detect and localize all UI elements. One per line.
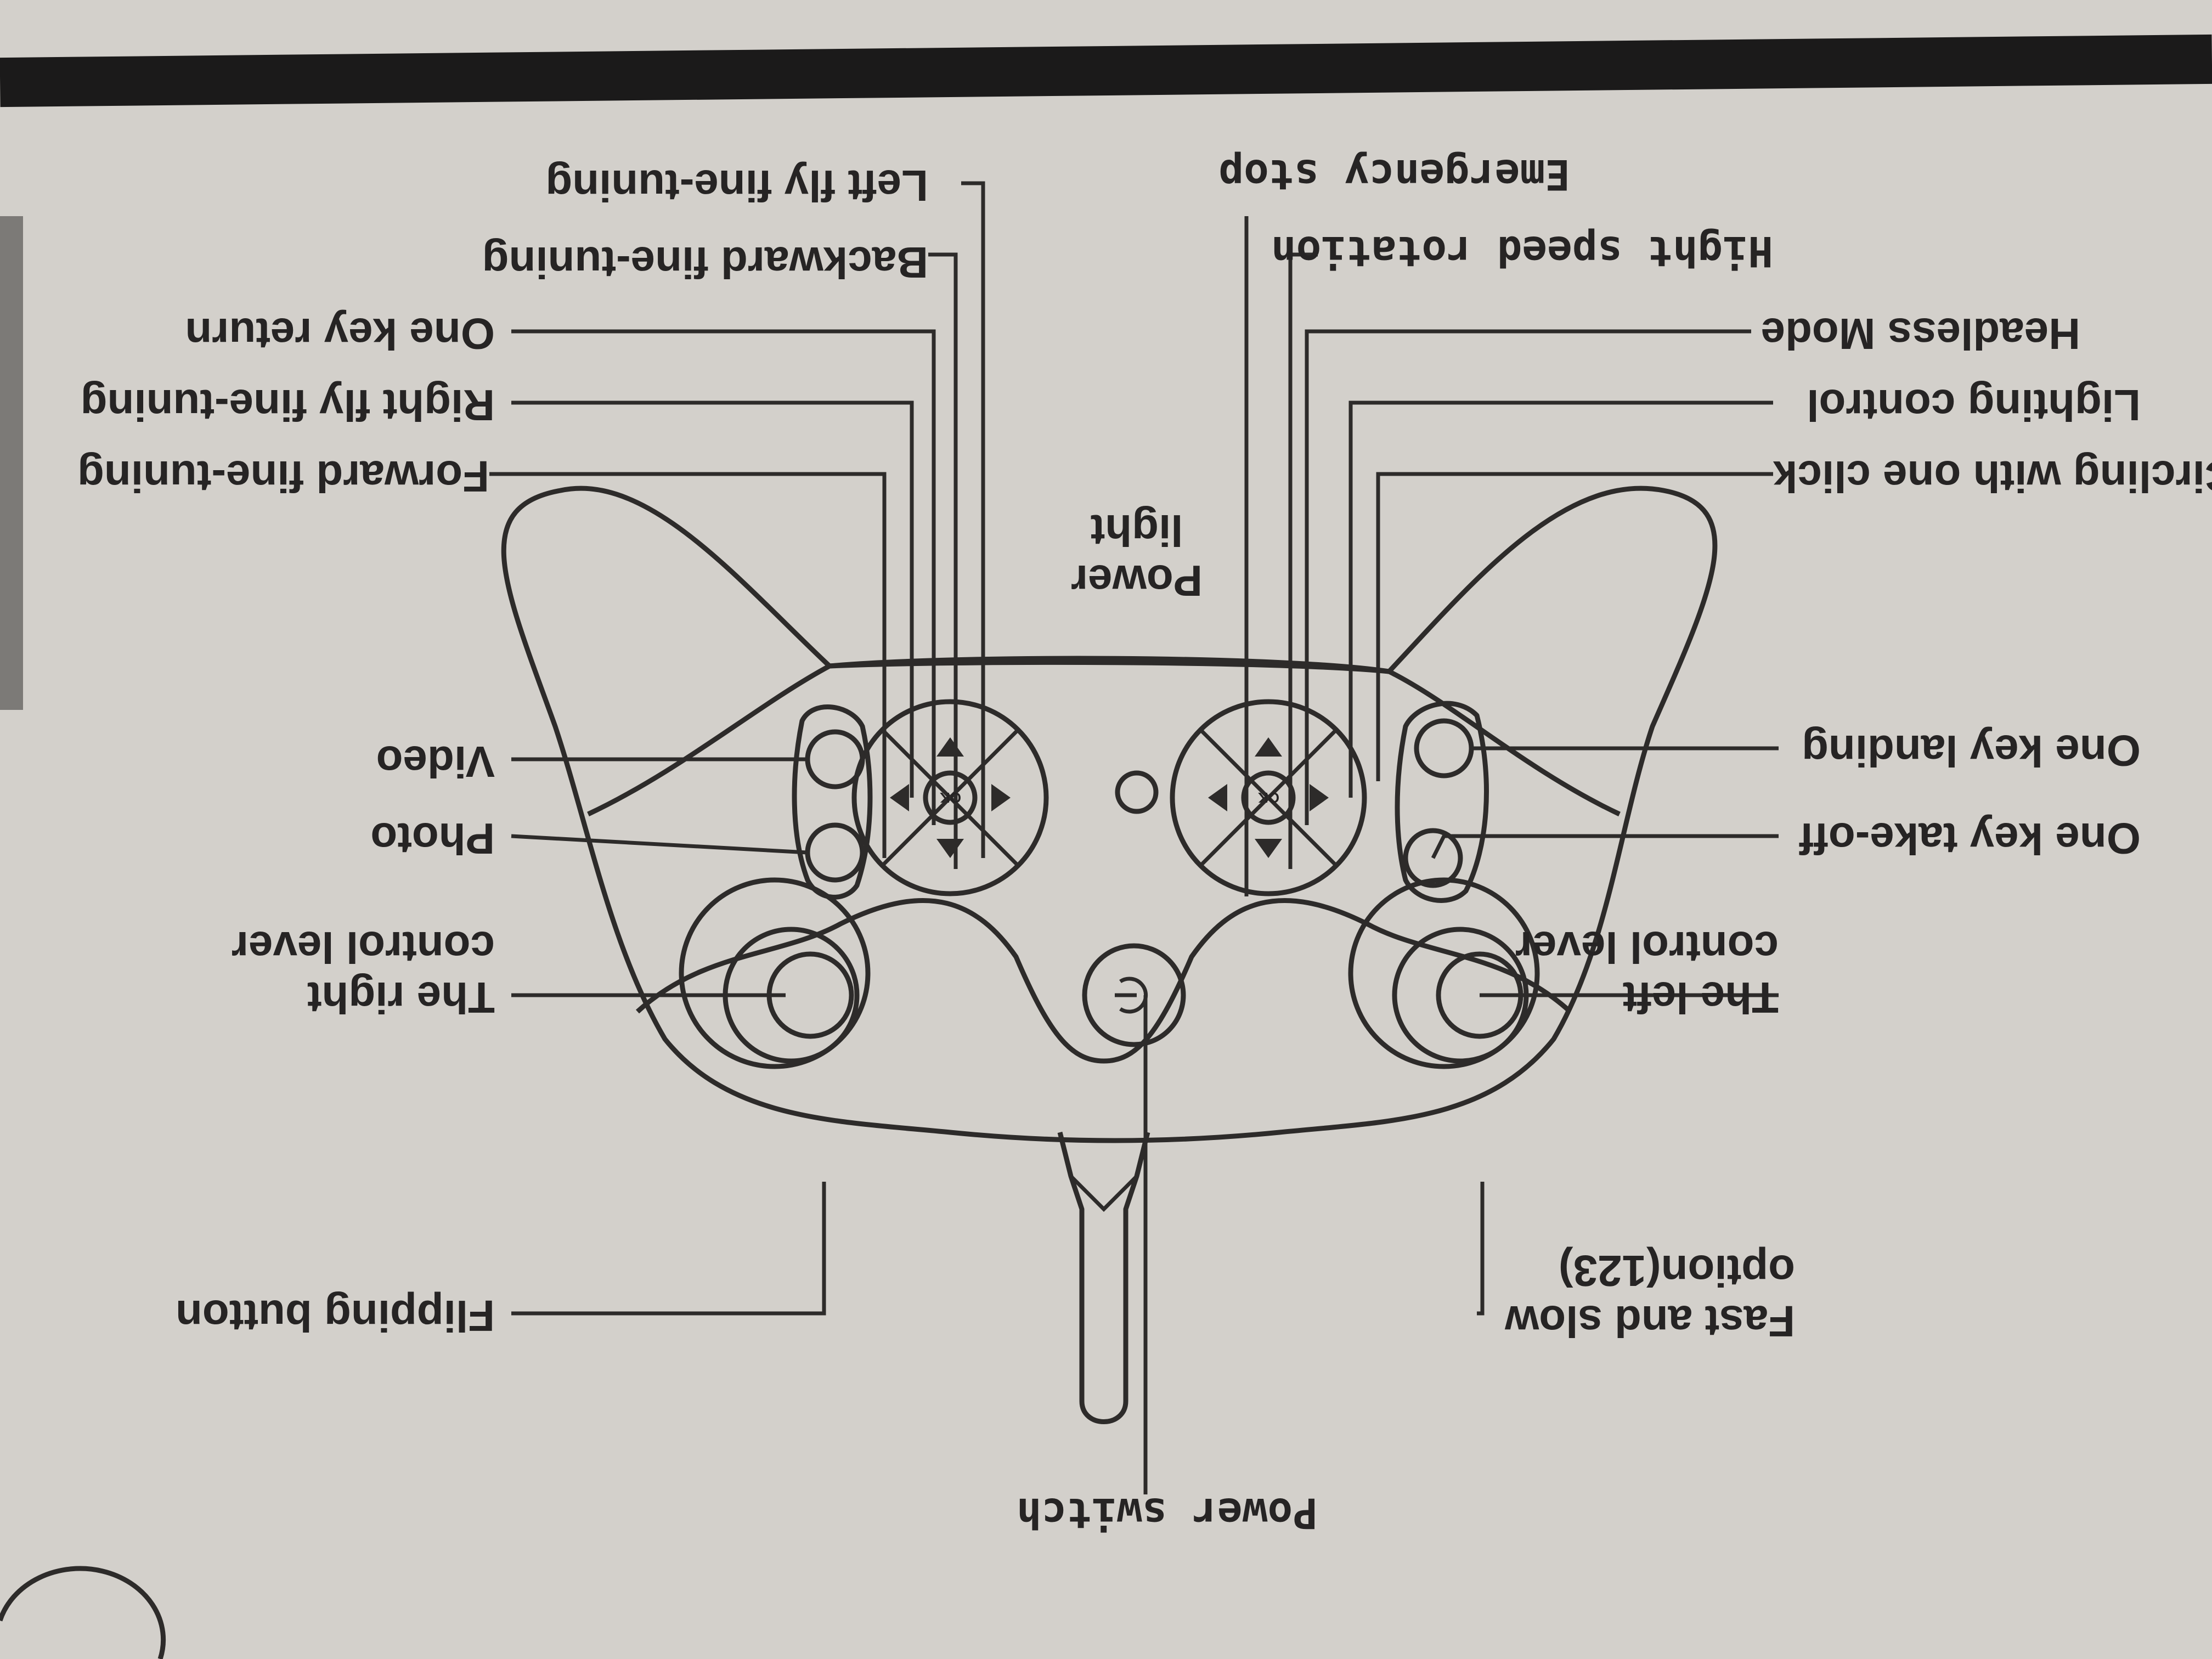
leader-take-off bbox=[1431, 834, 1779, 859]
lower-face-line bbox=[635, 898, 1572, 1064]
leader-circling bbox=[1376, 472, 1773, 781]
leader-flipping bbox=[511, 1182, 826, 1316]
antenna bbox=[1057, 1131, 1150, 1424]
label-lighting: Lighting control bbox=[1807, 381, 2141, 430]
photo-button bbox=[805, 822, 865, 883]
power-light bbox=[1115, 770, 1159, 814]
label-forward: Forward fine-tuning bbox=[77, 452, 489, 501]
leader-right-fly bbox=[511, 400, 914, 798]
label-left-fly: Left fly fine-tuning bbox=[545, 161, 928, 210]
label-right-lever: The right control lever bbox=[231, 923, 495, 1022]
label-fast-slow: Fast and slow option(123) bbox=[1505, 1246, 1795, 1346]
label-one-key-return: One key return bbox=[185, 309, 495, 358]
controller-outline bbox=[501, 486, 1718, 1143]
side-tab bbox=[0, 216, 23, 710]
leader-photo bbox=[511, 834, 808, 855]
label-take-off: One key take-off bbox=[1799, 814, 2141, 863]
label-circling: Circling with one click bbox=[1773, 452, 2212, 501]
right-dpad bbox=[851, 699, 1049, 896]
label-power-light: Power light bbox=[1070, 506, 1203, 605]
label-landing: One key landing bbox=[1802, 726, 2141, 775]
left-dpad bbox=[1170, 699, 1367, 896]
leader-high-speed bbox=[1288, 252, 1318, 869]
video-button bbox=[805, 729, 865, 789]
dpad-left-ok-label: OK bbox=[1258, 789, 1279, 806]
label-video: Video bbox=[376, 737, 495, 786]
header-bar bbox=[0, 34, 2212, 108]
label-photo: Photo bbox=[370, 814, 495, 863]
label-flipping: Flipping button bbox=[176, 1291, 495, 1340]
landing-button bbox=[1414, 718, 1474, 778]
leader-headless bbox=[1305, 329, 1751, 825]
leader-lighting bbox=[1348, 400, 1773, 798]
take-off-button bbox=[1403, 828, 1463, 888]
power-button bbox=[1082, 943, 1186, 1047]
label-power-switch: Power switch bbox=[1016, 1489, 1318, 1538]
page-number-circle bbox=[0, 1566, 166, 1659]
label-headless: Headless Mode bbox=[1760, 309, 2080, 358]
label-left-lever: The left control lever bbox=[1515, 923, 1779, 1022]
dpad-right-ok-label: OK bbox=[940, 789, 961, 806]
leader-fast-slow bbox=[1477, 1182, 1485, 1316]
leader-one-key-return bbox=[511, 329, 936, 825]
upper-face-line bbox=[587, 656, 1621, 817]
leader-backward bbox=[928, 252, 958, 869]
leader-lines bbox=[489, 181, 1779, 1494]
right-stick bbox=[679, 877, 871, 1069]
label-emergency: Emergency stop bbox=[1218, 150, 1570, 199]
label-backward: Backward fine-tuning bbox=[482, 238, 928, 287]
label-high-speed: Hight speed rotation bbox=[1271, 227, 1773, 276]
antenna-ridge bbox=[1069, 1175, 1138, 1212]
right-button-pod bbox=[792, 704, 873, 900]
label-right-fly: Right fly fine-tuning bbox=[80, 381, 495, 430]
left-button-pod bbox=[1395, 701, 1489, 903]
leader-left-fly bbox=[961, 181, 985, 858]
leader-forward bbox=[489, 472, 887, 858]
